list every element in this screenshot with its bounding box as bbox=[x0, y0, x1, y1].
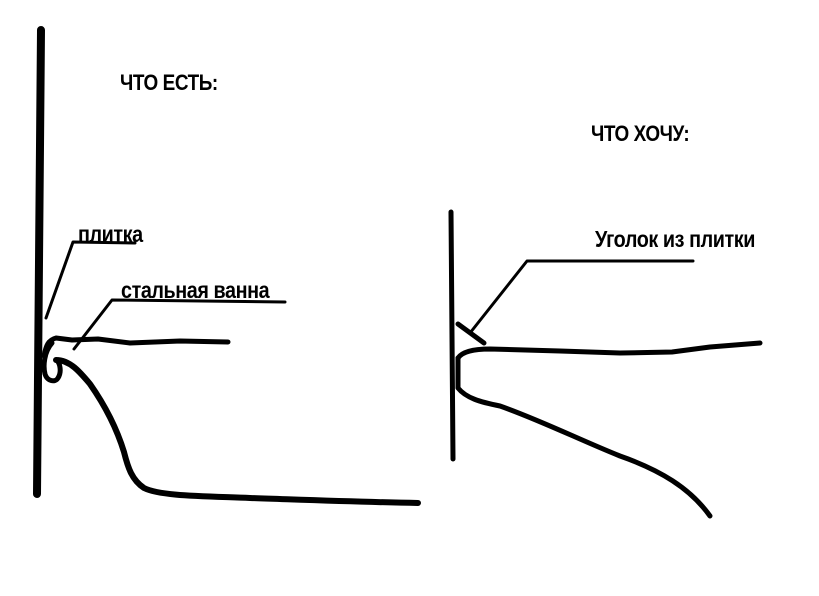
wall-line-right bbox=[448, 209, 456, 462]
bath-rim-right bbox=[455, 340, 763, 361]
bath-rim-left bbox=[41, 335, 231, 359]
leader-line-corner bbox=[468, 259, 695, 335]
heading-current-state: ЧТО ЕСТЬ: bbox=[120, 70, 218, 95]
bath-body-right bbox=[455, 355, 713, 519]
bath-curl-left bbox=[41, 340, 63, 384]
bath-body-left bbox=[53, 357, 421, 506]
label-steel-bath: стальная ванна bbox=[121, 277, 270, 303]
wall-line-left bbox=[33, 26, 45, 498]
label-tile: плитка bbox=[78, 221, 143, 247]
label-tile-corner: Уголок из плитки bbox=[595, 226, 755, 252]
leader-line-tile bbox=[44, 240, 137, 320]
leader-line-bath bbox=[72, 298, 287, 351]
after-sketch bbox=[448, 209, 763, 519]
before-sketch bbox=[33, 26, 421, 506]
heading-desired-state: ЧТО ХОЧУ: bbox=[591, 121, 690, 146]
